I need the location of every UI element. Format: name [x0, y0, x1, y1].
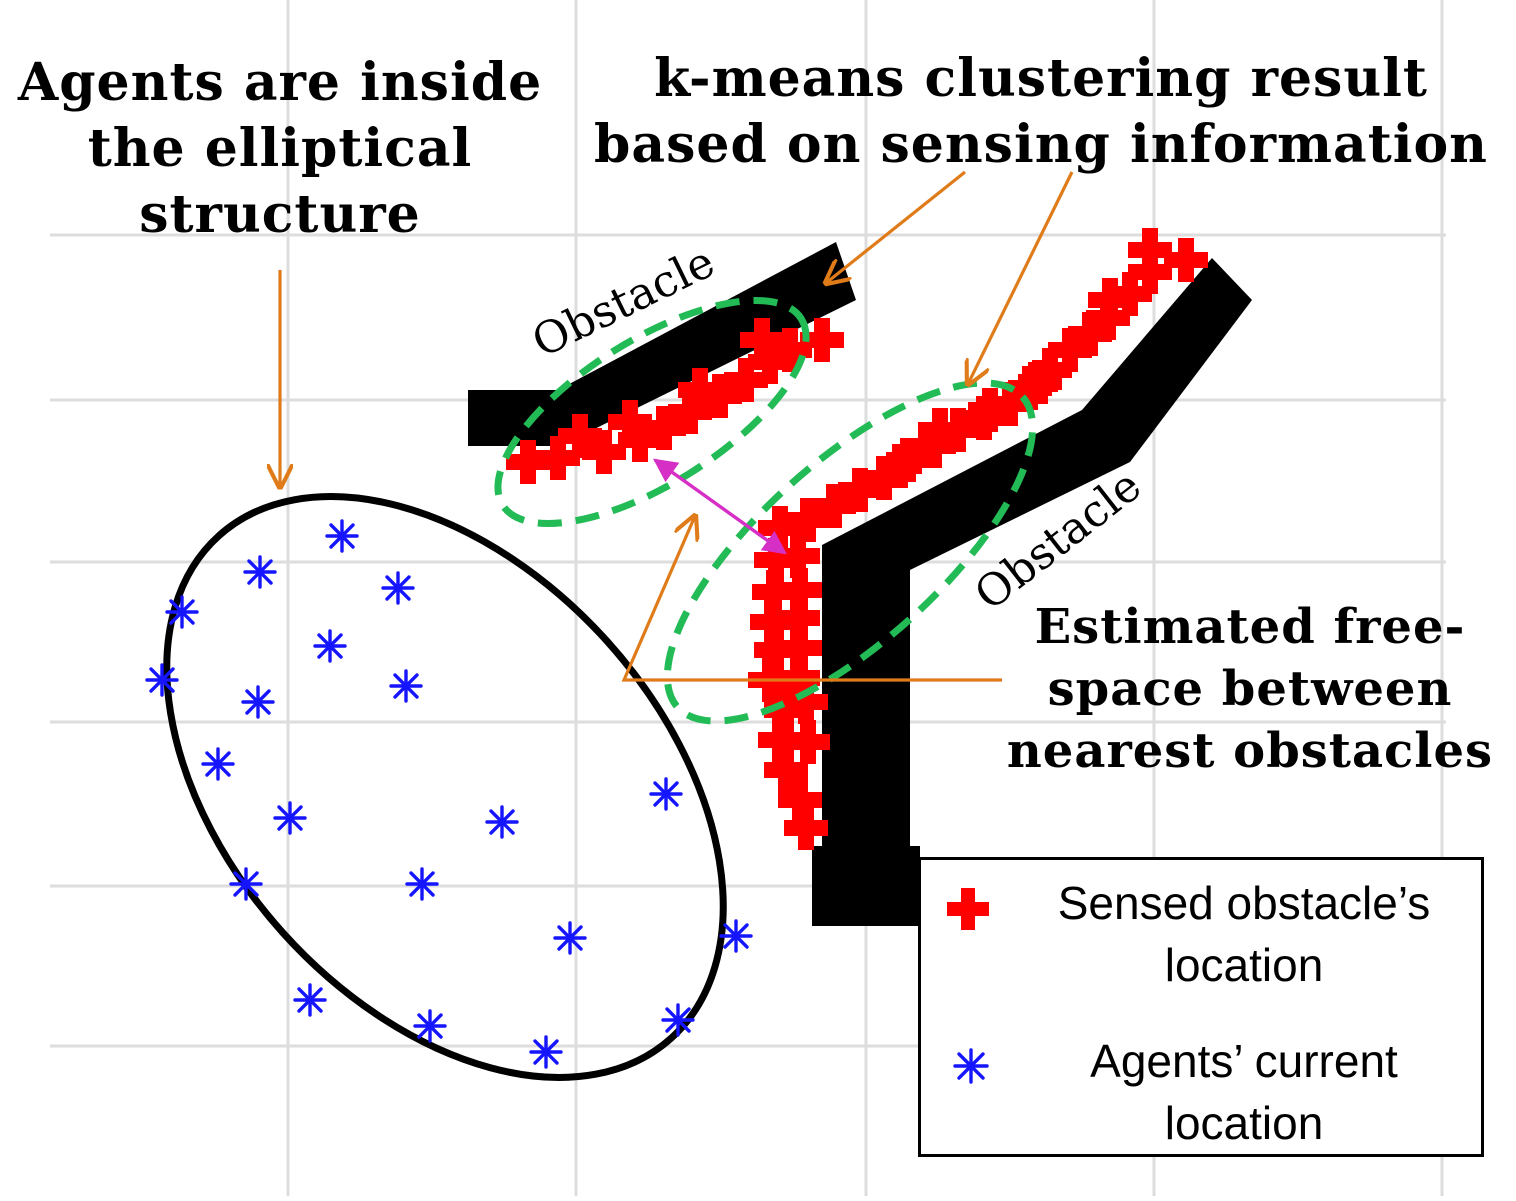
legend-agent-label: Agents’ current location: [1009, 1030, 1479, 1154]
sensed-obstacle-marker: [618, 418, 662, 462]
kmeans-annotation-line-1: k-means clustering result: [654, 48, 1428, 109]
annotation-arrows: [280, 170, 1074, 682]
sensed-obstacle-marker: [608, 400, 652, 444]
kmeans-annotation-line-2: based on sensing information: [594, 114, 1488, 175]
agent-marker: [145, 663, 179, 697]
sensed-obstacle-marker: [778, 568, 822, 612]
agent-marker: [389, 669, 423, 703]
legend-agent-line-2: location: [1164, 1097, 1324, 1149]
kmeans-arrow-upper: [826, 170, 966, 283]
agents-annotation-line-3: structure: [139, 184, 421, 245]
sensed-obstacle-marker: [754, 628, 798, 672]
sensed-obstacle-marker: [558, 414, 602, 458]
agent-marker: [529, 1035, 563, 1069]
agent-markers: [145, 519, 753, 1069]
obstacle-upper: [468, 242, 856, 446]
agent-marker: [293, 983, 327, 1017]
sensed-obstacle-marker: [724, 358, 768, 402]
freespace-arrow: [621, 516, 1002, 682]
agents-ellipse: [163, 493, 727, 1081]
sensed-obstacle-marker: [918, 408, 962, 452]
sensed-obstacle-marker: [1048, 328, 1092, 372]
freespace-annotation: Estimated free- space between nearest ob…: [990, 596, 1510, 782]
agent-marker: [201, 747, 235, 781]
blue-asterisk-marker-icon: [953, 1048, 989, 1084]
legend-obstacle-label: Sensed obstacle’s location: [1009, 872, 1479, 996]
agent-marker: [273, 801, 307, 835]
sensed-obstacle-marker: [678, 368, 722, 412]
freespace-annotation-line-1: Estimated free-: [1034, 599, 1466, 655]
freespace-annotation-line-3: nearest obstacles: [1006, 723, 1494, 779]
agent-marker: [165, 595, 199, 629]
kmeans-arrow-right: [968, 171, 1074, 384]
sensed-obstacle-marker: [752, 570, 796, 614]
obstacle-right: [812, 258, 1252, 926]
sensed-obstacle-marker: [776, 656, 820, 700]
agent-marker: [405, 867, 439, 901]
agent-marker: [313, 629, 347, 663]
sensed-obstacle-marker: [968, 388, 1012, 432]
sensed-obstacle-marker: [1068, 312, 1112, 356]
sensed-obstacle-marker: [536, 436, 580, 480]
sensed-obstacle-marker: [786, 498, 830, 542]
sensed-obstacle-marker: [778, 778, 822, 822]
sensed-obstacle-marker: [786, 720, 830, 764]
sensed-obstacle-marker: [776, 596, 820, 640]
sensed-obstacle-marker: [740, 318, 784, 362]
agent-marker: [229, 867, 263, 901]
agents-annotation-line-1: Agents are inside: [17, 52, 543, 113]
sensed-obstacle-marker: [668, 390, 712, 434]
agents-annotation-line-2: the elliptical: [87, 118, 473, 179]
sensed-obstacle-marker: [1128, 228, 1172, 272]
legend-obstacle-line-1: Sensed obstacle’s: [1057, 877, 1431, 929]
sensed-obstacle-marker: [1088, 278, 1132, 322]
legend-obstacle-line-2: location: [1164, 939, 1324, 991]
agent-marker: [661, 1003, 695, 1037]
agent-marker: [241, 685, 275, 719]
sensed-obstacle-marker: [784, 806, 828, 850]
sensed-obstacle-marker: [582, 430, 626, 474]
sensed-obstacle-marker: [784, 680, 828, 724]
sensed-obstacle-marker: [506, 440, 550, 484]
freespace-annotation-line-2: space between: [1047, 661, 1453, 717]
sensed-obstacle-marker: [800, 318, 844, 362]
sensed-obstacle-marker: [838, 468, 882, 512]
agent-marker: [719, 919, 753, 953]
sensed-obstacle-marker: [778, 626, 822, 670]
sensed-obstacle-marker: [764, 748, 808, 792]
sensed-obstacle-marker: [812, 484, 856, 528]
agent-marker: [649, 777, 683, 811]
sensed-obstacle-marker: [750, 600, 794, 644]
freespace-distance-arrow: [653, 458, 787, 555]
sensed-obstacle-marker: [1018, 360, 1062, 404]
sensed-obstacle-marker: [878, 444, 922, 488]
agent-marker: [413, 1009, 447, 1043]
kmeans-annotation: k-means clustering result based on sensi…: [566, 46, 1516, 178]
legend-agent-line-1: Agents’ current: [1090, 1035, 1398, 1087]
agent-marker: [325, 519, 359, 553]
sensed-obstacle-marker: [1028, 348, 1072, 392]
agents-annotation: Agents are inside the elliptical structu…: [0, 50, 560, 248]
red-plus-marker-icon: [947, 888, 989, 930]
cluster-ellipse-right: [663, 379, 1037, 725]
agent-marker: [553, 921, 587, 955]
legend: Sensed obstacle’s location Agents’ curre…: [918, 857, 1484, 1157]
sensed-obstacle-marker: [1164, 238, 1208, 282]
agent-marker: [485, 805, 519, 839]
sensed-obstacle-marker: [768, 328, 812, 372]
agent-marker: [243, 555, 277, 589]
sensed-obstacle-marker: [642, 406, 686, 450]
sensed-obstacle-marker: [862, 456, 906, 500]
agent-marker: [381, 571, 415, 605]
sensed-obstacle-marker: [776, 534, 820, 578]
sensed-obstacle-marker: [758, 718, 802, 762]
